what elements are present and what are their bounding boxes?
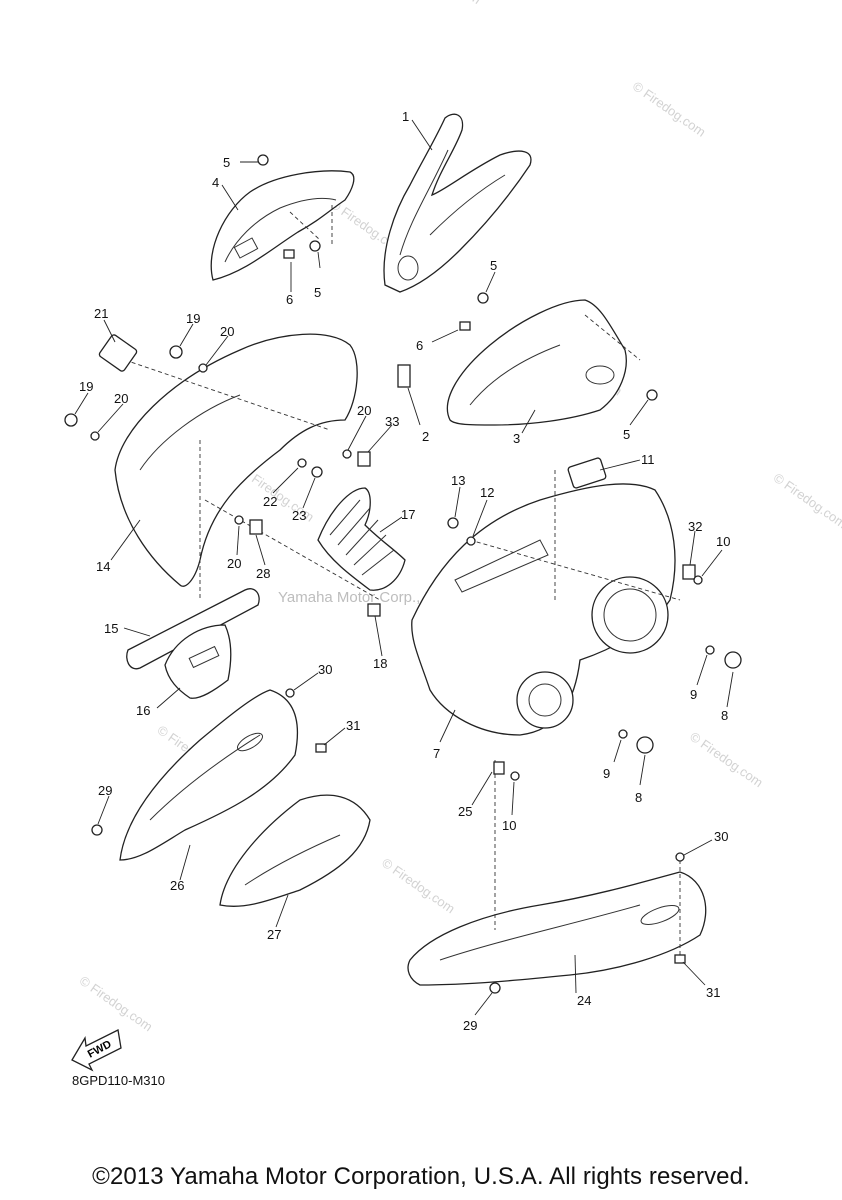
- callout-33: 33: [385, 414, 399, 429]
- callout-30: 30: [318, 662, 332, 677]
- callout-20: 20: [114, 391, 128, 406]
- callout-17: 17: [401, 507, 415, 522]
- part-3-cover: [446, 299, 641, 426]
- callout-19: 19: [79, 379, 93, 394]
- callout-23: 23: [292, 508, 306, 523]
- watermark: © Firedog.com: [771, 470, 842, 531]
- callout-32: 32: [688, 519, 702, 534]
- fwd-arrow-icon: FWD: [71, 1029, 122, 1072]
- callout-19: 19: [186, 311, 200, 326]
- callout-28: 28: [256, 566, 270, 581]
- callout-31: 31: [346, 718, 360, 733]
- callout-20: 20: [357, 403, 371, 418]
- part-17-grill: [317, 487, 406, 591]
- part-7-crankcase-cover: [411, 470, 681, 736]
- callout-21: 21: [94, 306, 108, 321]
- callout-31: 31: [706, 985, 720, 1000]
- callout-26: 26: [170, 878, 184, 893]
- callout-11: 11: [641, 452, 655, 467]
- part-4-cover: [210, 170, 355, 281]
- callout-15: 15: [104, 621, 118, 636]
- callout-18: 18: [373, 656, 387, 671]
- center-watermark: Yamaha Motor Corp., U.S.A.: [278, 589, 468, 606]
- callout-5: 5: [623, 427, 630, 442]
- callout-13: 13: [451, 473, 465, 488]
- drawing-code: 8GPD110-M310: [72, 1073, 165, 1088]
- callout-5: 5: [223, 155, 230, 170]
- callout-8: 8: [721, 708, 728, 723]
- leader-lines: [74, 119, 734, 1016]
- callout-29: 29: [463, 1018, 477, 1033]
- watermark: © Firedog.com: [630, 78, 709, 139]
- callout-9: 9: [690, 687, 697, 702]
- callout-25: 25: [458, 804, 472, 819]
- part-26-guard: [119, 689, 299, 861]
- callout-6: 6: [286, 292, 293, 307]
- copyright-notice: ©2013 Yamaha Motor Corporation, U.S.A. A…: [92, 1163, 750, 1190]
- part-15-16-plates: [126, 588, 260, 699]
- callout-14: 14: [96, 559, 110, 574]
- callout-7: 7: [433, 746, 440, 761]
- callout-30: 30: [714, 829, 728, 844]
- callout-27: 27: [267, 927, 281, 942]
- callout-16: 16: [136, 703, 150, 718]
- callout-2: 2: [422, 429, 429, 444]
- part-14-cover: [114, 333, 381, 601]
- callout-29: 29: [98, 783, 112, 798]
- watermark: © Firedog.com: [379, 855, 458, 916]
- callout-20: 20: [227, 556, 241, 571]
- callout-10: 10: [716, 534, 730, 549]
- callout-12: 12: [480, 485, 494, 500]
- callout-5: 5: [490, 258, 497, 273]
- part-27-guard: [219, 794, 371, 907]
- callout-9: 9: [603, 766, 610, 781]
- callout-4: 4: [212, 175, 219, 190]
- watermark: © Firedog.com: [77, 973, 156, 1034]
- small-parts: [64, 154, 742, 994]
- callout-22: 22: [263, 494, 277, 509]
- callout-layer: 1 2 3 4 5 5 5 5 6 6 7 8 8 9 9 10 10 11 1…: [79, 109, 730, 1033]
- callout-10: 10: [502, 818, 516, 833]
- part-1-panel: [383, 113, 532, 293]
- watermark: © Firedog.com: [687, 729, 766, 790]
- callout-5: 5: [314, 285, 321, 300]
- callout-24: 24: [577, 993, 591, 1008]
- watermark: © Firedog.com: [405, 0, 484, 7]
- callout-20: 20: [220, 324, 234, 339]
- part-24-guard: [407, 760, 707, 986]
- callout-3: 3: [513, 431, 520, 446]
- callout-6: 6: [416, 338, 423, 353]
- callout-8: 8: [635, 790, 642, 805]
- callout-1: 1: [402, 109, 409, 124]
